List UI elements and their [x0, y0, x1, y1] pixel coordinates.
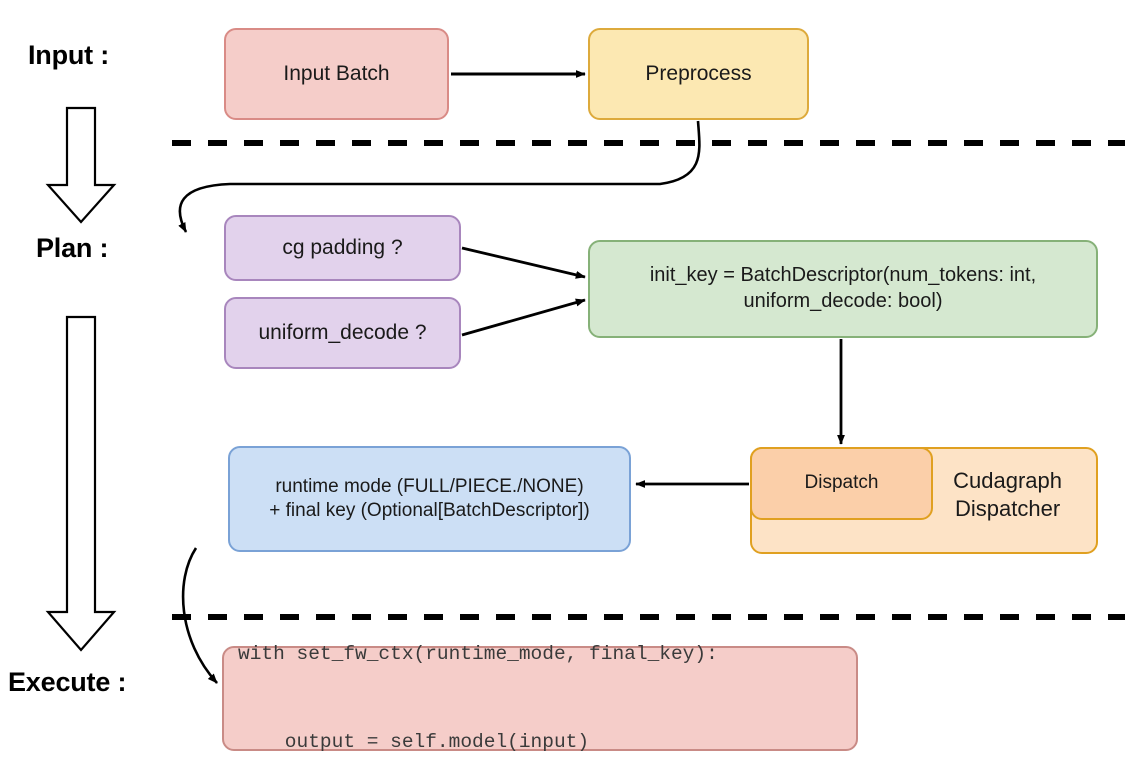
stage-label-plan: Plan : [36, 233, 109, 263]
node-input-batch[interactable]: Input Batch [224, 28, 449, 120]
node-uniform-decode-label: uniform_decode ? [258, 320, 427, 344]
stage-label-input: Input : [28, 40, 110, 70]
code-block-line1: with set_fw_ctx(runtime_mode, final_key)… [238, 643, 718, 665]
node-cudagraph-dispatcher-line2: Dispatcher [954, 496, 1061, 522]
stage-label-execute: Execute : [8, 667, 127, 697]
node-runtime-mode-line2: + final key (Optional[BatchDescriptor]) [269, 500, 590, 521]
node-init-key-line1: init_key = BatchDescriptor(num_tokens: i… [649, 264, 1037, 287]
node-input-batch-label: Input Batch [283, 61, 390, 85]
node-cudagraph-dispatcher-line1: Cudagraph [953, 468, 1062, 493]
node-code-block[interactable]: with set_fw_ctx(runtime_mode, final_key)… [222, 643, 858, 753]
node-uniform-decode[interactable]: uniform_decode ? [224, 297, 461, 369]
node-preprocess-label: Preprocess [645, 61, 752, 85]
node-dispatch[interactable]: Dispatch [750, 447, 933, 520]
node-init-key[interactable]: init_key = BatchDescriptor(num_tokens: i… [588, 240, 1098, 338]
arrow-cg-padding-to-init-key [461, 246, 586, 279]
node-runtime-mode-line1: runtime mode (FULL/PIECE./NONE) [275, 475, 584, 497]
node-dispatch-label: Dispatch [804, 472, 879, 494]
node-preprocess[interactable]: Preprocess [588, 28, 809, 120]
node-cg-padding[interactable]: cg padding ? [224, 215, 461, 281]
code-block-line2: output = self.model(input) [238, 730, 590, 753]
arrow-runtime-mode-to-code-block [181, 547, 218, 684]
plan-to-execute-arrow [45, 315, 117, 652]
arrow-uniform-decode-to-init-key [461, 298, 586, 337]
input-to-plan-arrow [45, 106, 117, 224]
node-cg-padding-label: cg padding ? [282, 235, 403, 259]
node-init-key-line2: uniform_decode: bool) [743, 290, 943, 312]
node-runtime-mode[interactable]: runtime mode (FULL/PIECE./NONE) + final … [228, 446, 631, 552]
